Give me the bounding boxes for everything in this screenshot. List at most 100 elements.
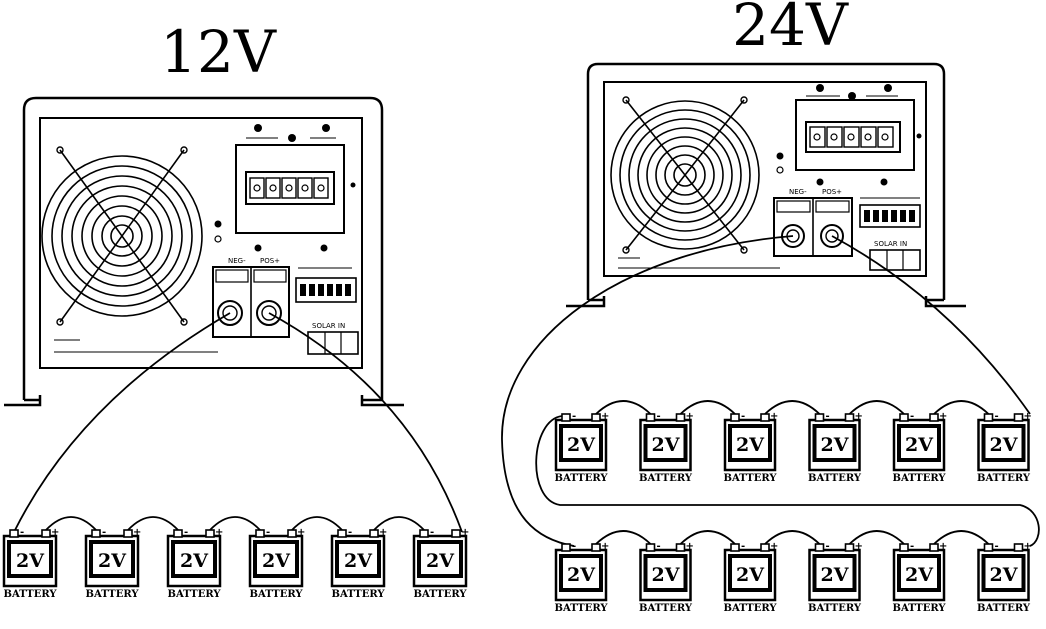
- solar-input-24v: SOLAR IN: [869, 240, 921, 271]
- battery-negative-sign: -: [20, 527, 24, 538]
- battery-positive-sign: +: [215, 527, 223, 538]
- battery-voltage: 2V: [905, 564, 934, 586]
- battery-label: BATTERY: [639, 603, 693, 614]
- battery-bank: - +2V BATTERY - +2V BATTERY - +2V BATTERY - +2V BAT…: [2, 400, 1032, 614]
- battery-negative-sign: -: [430, 527, 434, 538]
- battery: - +2V BATTERY: [248, 516, 343, 600]
- neg-terminal-label: NEG-: [228, 257, 246, 265]
- battery-label: BATTERY: [250, 589, 304, 600]
- battery-voltage: 2V: [821, 434, 850, 456]
- battery-positive-sign: +: [939, 541, 947, 552]
- series-jumper: [679, 530, 736, 545]
- series-jumper: [595, 400, 652, 415]
- battery-label: BATTERY: [414, 589, 468, 600]
- battery-positive-sign: +: [297, 527, 305, 538]
- solar-in-label: SOLAR IN: [312, 322, 345, 330]
- battery-voltage: 2V: [990, 434, 1019, 456]
- battery-label: BATTERY: [808, 473, 862, 484]
- wire-12v-positive: [268, 312, 463, 533]
- battery-voltage: 2V: [98, 550, 127, 572]
- battery-negative-sign: -: [826, 411, 830, 422]
- battery-label: BATTERY: [4, 589, 58, 600]
- battery: - +2V BATTERY: [808, 400, 905, 484]
- battery-voltage: 2V: [821, 564, 850, 586]
- battery-label: BATTERY: [977, 473, 1031, 484]
- wire-12v-negative: [13, 312, 231, 533]
- battery-negative-sign: -: [266, 527, 270, 538]
- battery-label: BATTERY: [893, 603, 947, 614]
- battery-voltage: 2V: [905, 434, 934, 456]
- battery: - +2V BATTERY: [2, 516, 97, 600]
- series-jumper: [127, 516, 179, 531]
- battery-voltage: 2V: [567, 564, 596, 586]
- series-jumper: [764, 530, 821, 545]
- series-jumper: [209, 516, 261, 531]
- battery-label: BATTERY: [893, 473, 947, 484]
- battery-negative-sign: -: [995, 411, 999, 422]
- battery-label: BATTERY: [977, 603, 1031, 614]
- series-jumper: [595, 530, 652, 545]
- battery-negative-sign: -: [348, 527, 352, 538]
- battery-negative-sign: -: [741, 541, 745, 552]
- battery-positive-sign: +: [461, 527, 469, 538]
- battery-positive-sign: +: [601, 411, 609, 422]
- battery-voltage: 2V: [567, 434, 596, 456]
- battery-positive-sign: +: [939, 411, 947, 422]
- battery-positive-sign: +: [686, 411, 694, 422]
- battery-voltage: 2V: [262, 550, 291, 572]
- battery-positive-sign: +: [855, 411, 863, 422]
- battery-positive-sign: +: [770, 541, 778, 552]
- cooling-fan-icon: [610, 96, 760, 254]
- neg-terminal-label: NEG-: [789, 188, 807, 196]
- ac-terminal-block-icon: [795, 84, 915, 171]
- series-jumper: [848, 530, 905, 545]
- battery-positive-sign: +: [686, 541, 694, 552]
- battery-label: BATTERY: [724, 603, 778, 614]
- battery-label: BATTERY: [555, 473, 609, 484]
- series-jumper: [848, 400, 905, 415]
- series-jumper: [373, 516, 425, 531]
- battery-negative-sign: -: [995, 541, 999, 552]
- battery-positive-sign: +: [770, 411, 778, 422]
- pos-terminal-label: POS+: [822, 188, 842, 196]
- dc-terminals-24v: NEG- POS+: [773, 188, 853, 257]
- solar-in-label: SOLAR IN: [874, 240, 907, 248]
- battery-voltage: 2V: [736, 434, 765, 456]
- battery-label: BATTERY: [168, 589, 222, 600]
- battery-label: BATTERY: [808, 603, 862, 614]
- battery-negative-sign: -: [657, 411, 661, 422]
- battery-label: BATTERY: [332, 589, 386, 600]
- inverter-24v: NEG- POS+ SOLAR IN: [566, 62, 966, 308]
- battery-positive-sign: +: [379, 527, 387, 538]
- battery-negative-sign: -: [572, 541, 576, 552]
- title-24v: 24V: [732, 0, 849, 59]
- battery: - +2V BATTERY: [893, 530, 990, 614]
- battery-voltage: 2V: [16, 550, 45, 572]
- dip-switch-icon: [859, 197, 921, 228]
- dc-terminals-12v: NEG- POS+: [212, 257, 290, 338]
- solar-input-12v: SOLAR IN: [307, 322, 359, 355]
- battery-voltage: 2V: [344, 550, 373, 572]
- cooling-fan-icon: [41, 146, 203, 326]
- battery-negative-sign: -: [910, 541, 914, 552]
- battery-voltage: 2V: [180, 550, 209, 572]
- wire-24v-row-link: [535, 415, 1040, 547]
- series-jumper: [933, 530, 990, 545]
- battery-negative-sign: -: [657, 541, 661, 552]
- series-jumper: [933, 400, 990, 415]
- battery-positive-sign: +: [133, 527, 141, 538]
- battery-negative-sign: -: [102, 527, 106, 538]
- series-jumper: [45, 516, 97, 531]
- battery-positive-sign: +: [51, 527, 59, 538]
- battery-voltage: 2V: [990, 564, 1019, 586]
